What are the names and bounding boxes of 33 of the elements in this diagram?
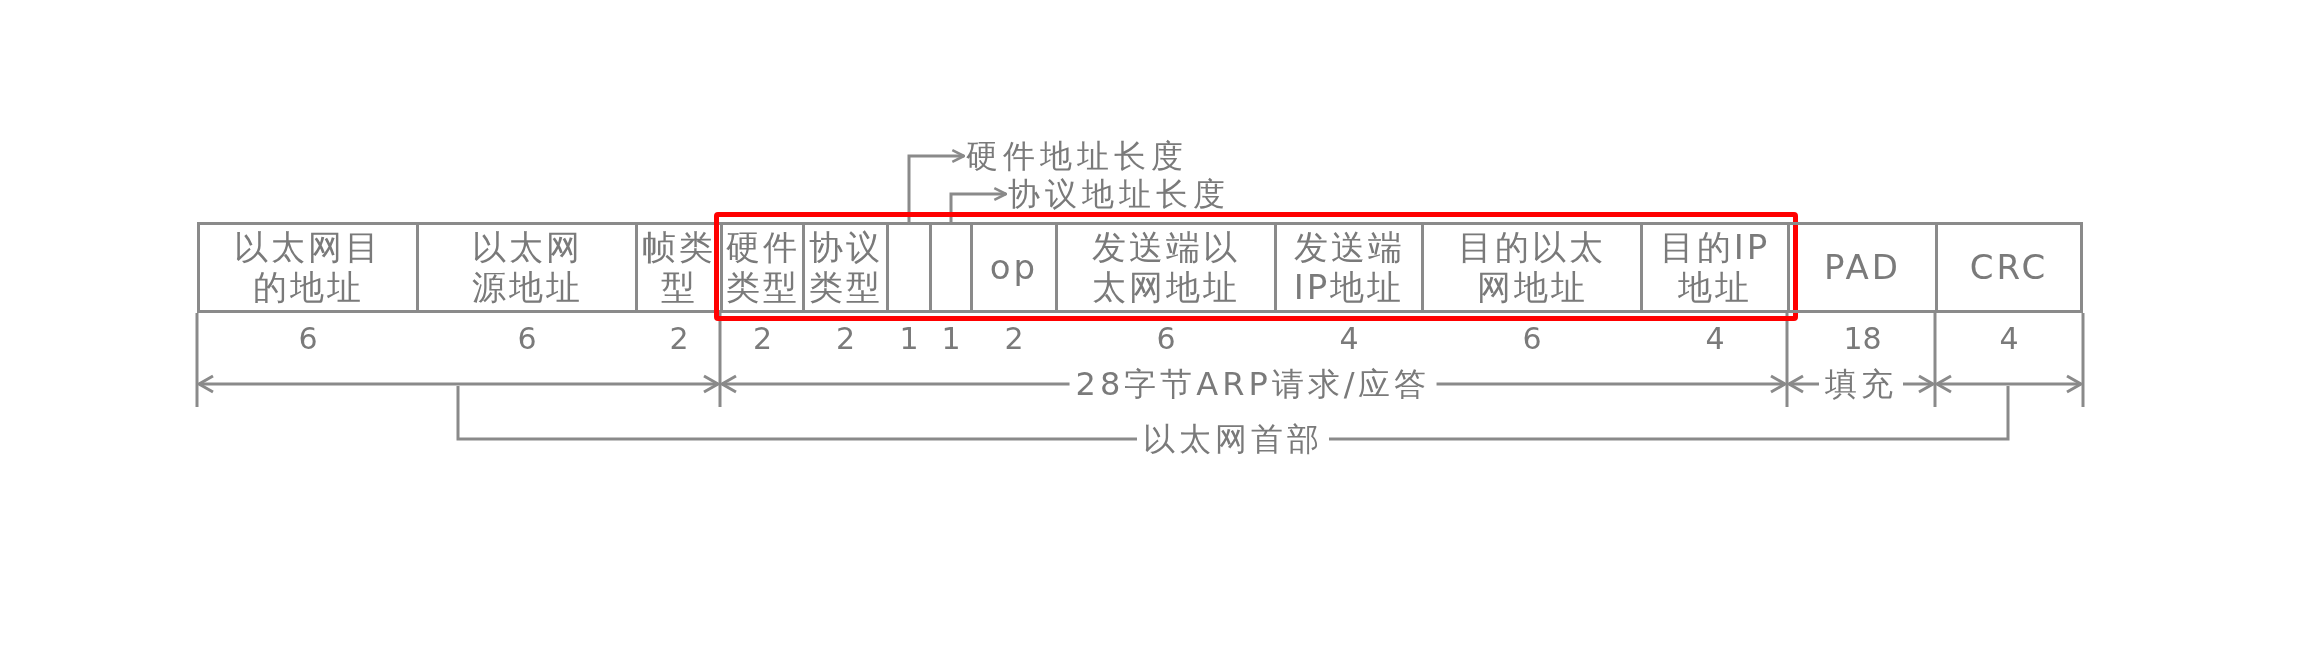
byte-count: 6 — [298, 321, 318, 357]
byte-count: 4 — [1339, 321, 1359, 357]
packet-field: 目的以太网地址 — [1421, 222, 1643, 313]
byte-count: 2 — [752, 321, 773, 357]
packet-field: 发送端IP地址 — [1274, 222, 1424, 313]
packet-field: 协议类型 — [802, 222, 889, 313]
byte-count: 6 — [517, 321, 537, 357]
byte-count: 6 — [1522, 321, 1542, 357]
packet-field — [929, 222, 973, 313]
packet-field: CRC — [1935, 222, 2083, 313]
byte-count: 4 — [1705, 321, 1725, 357]
leader-line — [949, 186, 1008, 224]
byte-count: 2 — [1004, 321, 1024, 357]
byte-count: 4 — [1999, 321, 2019, 357]
packet-field: 以太网目的地址 — [197, 222, 419, 313]
byte-count: 2 — [669, 321, 689, 357]
byte-count: 1 — [941, 321, 961, 357]
leader-line — [907, 148, 966, 224]
byte-count: 18 — [1843, 321, 1882, 357]
packet-field: 发送端以太网地址 — [1055, 222, 1277, 313]
field-name-label: 协议地址长度 — [1008, 174, 1230, 214]
packet-field: 目的IP地址 — [1640, 222, 1790, 313]
byte-count: 6 — [1156, 321, 1176, 357]
byte-count: 2 — [835, 321, 856, 357]
packet-field: PAD — [1787, 222, 1938, 313]
packet-field: op — [970, 222, 1058, 313]
packet-field: 以太网源地址 — [416, 222, 638, 313]
packet-field — [886, 222, 932, 313]
field-name-label: 硬件地址长度 — [966, 136, 1188, 176]
packet-field: 硬件类型 — [720, 222, 805, 313]
highlight-frame — [714, 212, 1798, 321]
byte-count: 1 — [899, 321, 919, 357]
packet-field: 帧类型 — [635, 222, 723, 313]
